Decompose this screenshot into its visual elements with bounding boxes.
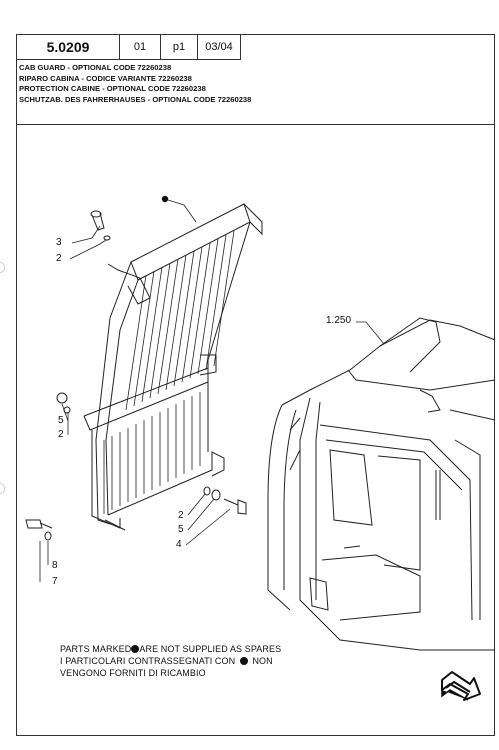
note-line-2: I PARTICOLARI CONTRASSEGNATI CON NON: [60, 655, 281, 667]
not-supplied-marker-icon: [161, 195, 169, 203]
nut-left: [56, 392, 71, 414]
cab-structure: [267, 317, 496, 651]
next-page-arrow-icon[interactable]: [440, 664, 482, 704]
title-german: SCHUTZAB. DES FAHRERHAUSES - OPTIONAL CO…: [19, 94, 252, 104]
callout-1-250: 1.250: [326, 315, 352, 326]
right-bolt-assembly: [203, 486, 247, 515]
callout-4: 4: [176, 539, 182, 550]
leader-lines: [39, 199, 385, 582]
note-line-3: VENGONO FORNITI DI RICAMBIO: [60, 668, 206, 678]
cab-guard-grille: [83, 203, 263, 531]
note-line-2-end: NON: [252, 656, 273, 666]
note-line-2-start: I PARTICOLARI CONTRASSEGNATI CON: [60, 656, 236, 666]
title-block: CAB GUARD - OPTIONAL CODE 72260238 RIPAR…: [16, 59, 495, 125]
title-french: PROTECTION CABINE - OPTIONAL CODE 722602…: [19, 84, 206, 94]
note-line-1-start: PARTS MARKED: [60, 644, 132, 654]
callout-2-left: 2: [58, 429, 64, 440]
filled-dot-icon: [239, 657, 248, 665]
callout-8: 8: [52, 560, 58, 571]
note-line-1-end: ARE NOT SUPPLIED AS SPARES: [139, 644, 282, 654]
spares-note: PARTS MARKED ARE NOT SUPPLIED AS SPARES I…: [60, 643, 281, 679]
callout-2-right: 2: [178, 510, 184, 521]
top-bolt: [90, 210, 111, 241]
page-frame: [16, 34, 495, 736]
callout-5-right: 5: [178, 524, 184, 535]
callout-2-top: 2: [56, 253, 62, 264]
bottom-left-bolt: [25, 519, 53, 541]
callout-7: 7: [52, 576, 58, 587]
note-line-1: PARTS MARKED ARE NOT SUPPLIED AS SPARES: [60, 643, 281, 655]
sheet-number: 03/04: [197, 34, 241, 60]
callout-3: 3: [56, 237, 62, 248]
filled-dot-icon: [131, 645, 140, 653]
title-english: CAB GUARD - OPTIONAL CODE 72260238: [19, 63, 172, 72]
callout-5-left: 5: [58, 415, 64, 426]
grille-bars: [103, 230, 235, 514]
title-italian: RIPARO CABINA - CODICE VARIANTE 72260238: [19, 73, 192, 83]
